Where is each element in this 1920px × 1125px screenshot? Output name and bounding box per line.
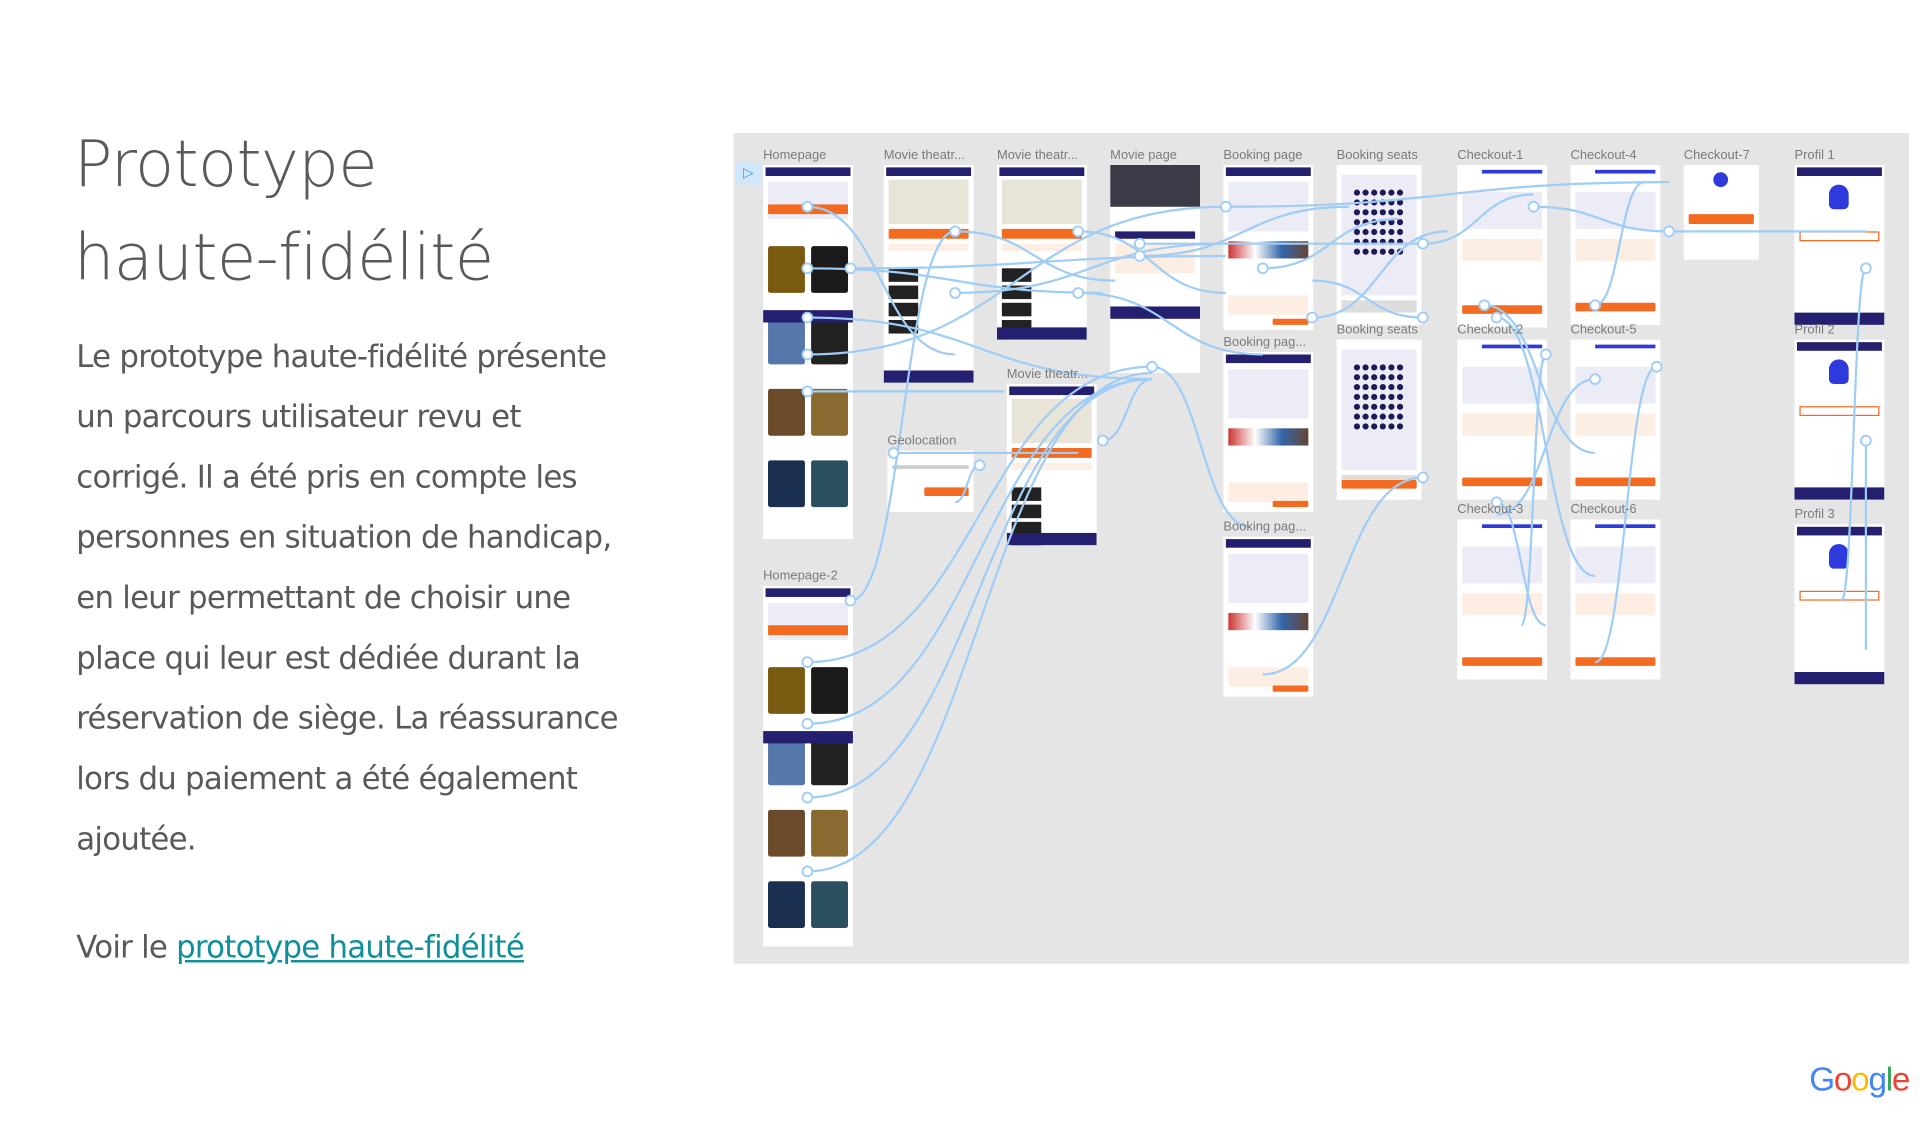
frame-checkout[interactable] (1570, 519, 1661, 680)
frame-booking[interactable] (1223, 352, 1314, 513)
frame-label[interactable]: Homepage (763, 147, 827, 163)
frame-label[interactable]: Profil 1 (1794, 147, 1835, 163)
prototype-link[interactable]: prototype haute-fidélité (176, 929, 525, 965)
frame-label[interactable]: Movie theatr... (883, 147, 965, 163)
frame-label[interactable]: Checkout-1 (1457, 147, 1524, 163)
frame-map[interactable] (1006, 384, 1097, 546)
frame-profile[interactable] (1794, 524, 1885, 685)
frame-complete[interactable] (1683, 164, 1759, 260)
connection-line (1102, 377, 1153, 442)
frame-profile[interactable] (1794, 164, 1885, 325)
title-line: Prototype (73, 128, 378, 202)
frame-checkout[interactable] (1457, 339, 1548, 500)
frame-checkout[interactable] (1457, 519, 1548, 680)
link-prefix: Voir le (76, 929, 177, 965)
play-icon: ▷ (736, 162, 761, 185)
hotspot-handle (973, 459, 986, 472)
connection-line (807, 371, 1153, 873)
frame-label[interactable]: Profil 3 (1794, 507, 1835, 522)
frame-label[interactable]: Checkout-6 (1570, 502, 1637, 517)
frame-label[interactable]: Movie theatr... (1006, 366, 1088, 382)
frame-seats[interactable] (1336, 164, 1422, 325)
frame-map[interactable] (996, 164, 1087, 340)
paragraph-line: réservation de siège. La réassurance (76, 700, 618, 737)
paragraph-line: place qui leur est dédiée durant la (76, 640, 581, 676)
frame-label[interactable]: Homepage-2 (763, 568, 838, 584)
frame-booking[interactable] (1223, 164, 1314, 330)
connection-line (807, 377, 1153, 725)
paragraph-line: ajoutée. (76, 820, 196, 857)
description-paragraph: Le prototype haute-fidélité présente un p… (76, 326, 618, 869)
paragraph-line: corrigé. Il a été pris en compte les (76, 459, 577, 495)
frame-label[interactable]: Profil 2 (1794, 322, 1835, 338)
paragraph-line: en leur permettant de choisir une (76, 579, 571, 616)
frame-label[interactable]: Booking seats (1336, 322, 1418, 338)
frame-checkout[interactable] (1570, 339, 1661, 500)
prototype-link-line: Voir le prototype haute-fidélité (76, 929, 524, 965)
frame-label[interactable]: Checkout-2 (1457, 322, 1524, 338)
paragraph-line: Le prototype haute-fidélité présente (76, 338, 607, 375)
frame-booking[interactable] (1223, 536, 1314, 697)
frame-label[interactable]: Booking pag... (1223, 334, 1307, 350)
frame-seats[interactable] (1336, 339, 1422, 500)
frame-home[interactable] (763, 164, 853, 540)
frame-label[interactable]: Booking page (1223, 147, 1303, 163)
paragraph-line: un parcours utilisateur revu et (76, 398, 521, 435)
frame-label[interactable]: Movie page (1110, 147, 1178, 163)
frame-home[interactable] (763, 585, 853, 947)
frame-label[interactable]: Checkout-7 (1683, 147, 1750, 163)
frame-map[interactable] (883, 164, 974, 383)
frame-checkout[interactable] (1457, 164, 1548, 328)
title-line: haute-fidélité (73, 221, 494, 296)
connection-line (807, 316, 1153, 381)
paragraph-line: lors du paiement a été également (76, 760, 578, 797)
google-logo: Google (1809, 1060, 1910, 1098)
frame-label[interactable]: Geolocation (887, 433, 957, 449)
frame-profile[interactable] (1794, 339, 1885, 500)
frame-label[interactable]: Checkout-4 (1570, 147, 1637, 163)
paragraph-line: personnes en situation de handicap, (76, 519, 612, 556)
frame-checkout[interactable] (1570, 164, 1661, 325)
hotspot-handle (1663, 225, 1675, 238)
frame-dialog[interactable] (887, 450, 974, 513)
frame-label[interactable]: Movie theatr... (996, 147, 1079, 163)
connection-line (807, 377, 1153, 799)
frame-label[interactable]: Booking pag... (1223, 519, 1307, 535)
connection-line (807, 365, 1153, 664)
frame-label[interactable]: Checkout-5 (1570, 322, 1637, 338)
frame-label[interactable]: Booking seats (1336, 147, 1418, 163)
slide-title: Prototype haute-fidélité (74, 118, 494, 305)
frame-movie[interactable] (1110, 164, 1201, 373)
hotspot-handle (1096, 434, 1109, 447)
frame-label[interactable]: Checkout-3 (1457, 502, 1524, 517)
